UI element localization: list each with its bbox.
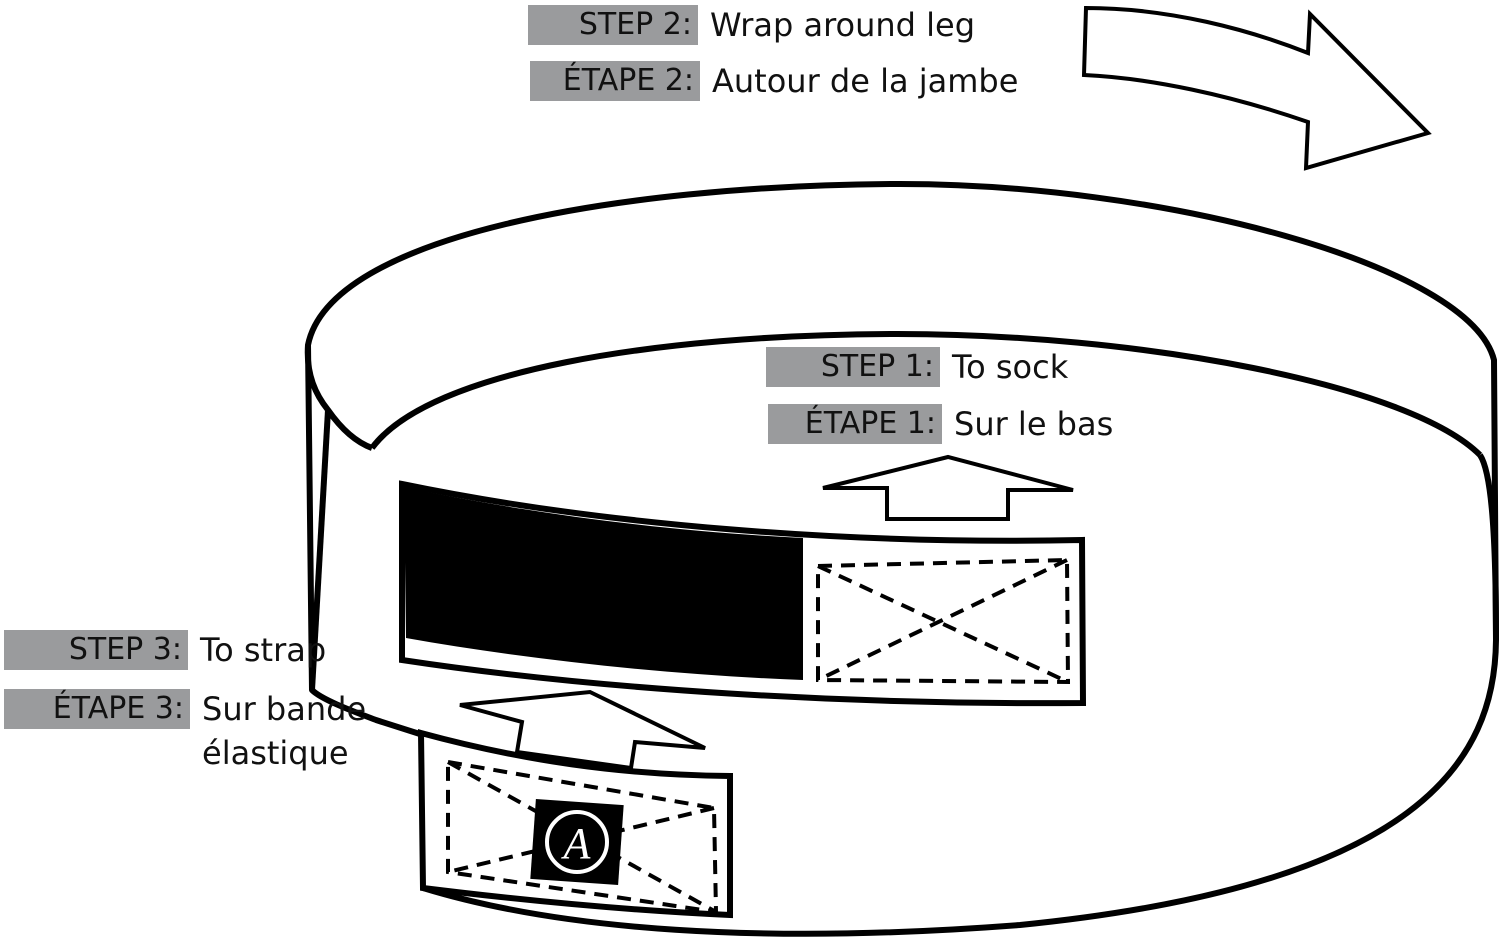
step1-text: To sock <box>952 348 1069 386</box>
band-left-edge <box>309 409 331 691</box>
band-right-edge <box>1477 453 1499 641</box>
curved-right-arrow-icon <box>1081 5 1432 171</box>
step2-text: Wrap around leg <box>710 6 976 44</box>
step3-english: STEP 3: To strap <box>4 629 326 671</box>
loop-pad-2 <box>446 759 719 915</box>
step3-french: ÉTAPE 3: Sur bande élastique <box>4 689 366 772</box>
step1-french: ÉTAPE 1: Sur le bas <box>768 403 1113 445</box>
etape2-text: Autour de la jambe <box>712 62 1019 100</box>
etape1-text: Sur le bas <box>954 405 1114 443</box>
band-top-edge <box>304 344 374 451</box>
etape2-tag: ÉTAPE 2: <box>530 61 700 101</box>
circle-a-logo-icon: A <box>530 799 624 885</box>
step1-english: STEP 1: To sock <box>766 346 1068 388</box>
step2-english: STEP 2: Wrap around leg <box>528 4 975 46</box>
etape1-tag: ÉTAPE 1: <box>768 404 942 444</box>
step2-french: ÉTAPE 2: Autour de la jambe <box>530 60 1018 102</box>
step3-text: To strap <box>200 631 327 669</box>
step2-tag: STEP 2: <box>528 5 698 45</box>
up-arrow-icon <box>822 454 1074 521</box>
step3-tag: STEP 3: <box>4 630 188 670</box>
logo-letter: A <box>561 819 592 868</box>
etape3-tag: ÉTAPE 3: <box>4 689 190 729</box>
etape3-text: Sur bande élastique <box>202 690 367 772</box>
step1-tag: STEP 1: <box>766 347 940 387</box>
loop-pad-1 <box>816 557 1071 685</box>
band-inner-rim <box>369 330 1483 458</box>
hook-pad <box>404 487 803 680</box>
up-arrow-icon-2 <box>459 689 706 771</box>
